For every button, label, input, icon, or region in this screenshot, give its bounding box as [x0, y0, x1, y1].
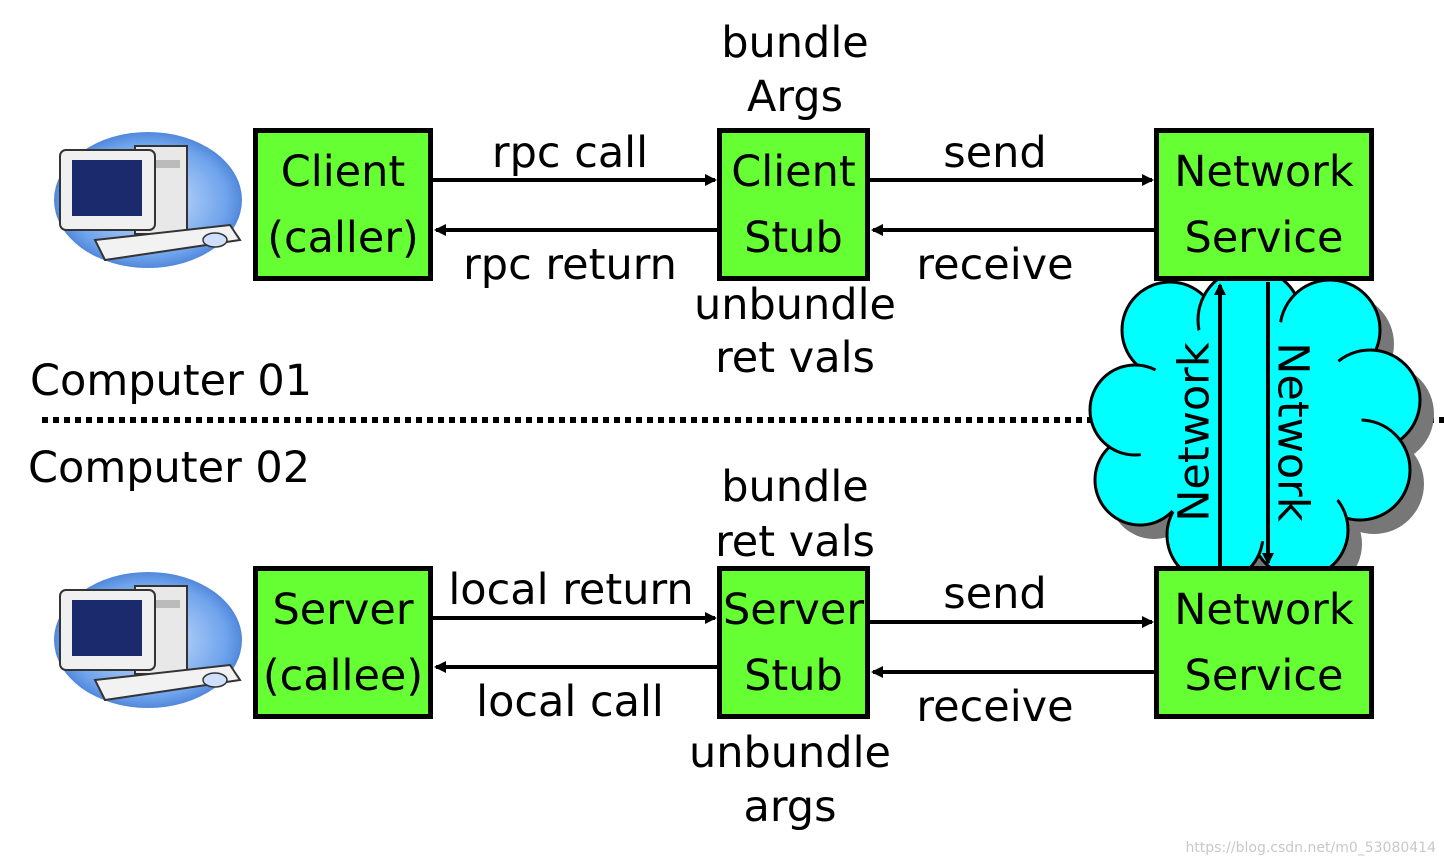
ret-vals-label: ret vals	[715, 333, 875, 383]
ret-vals-label: ret vals	[715, 517, 875, 567]
box-label: (callee)	[262, 650, 424, 701]
args-label: Args	[746, 72, 844, 122]
local-return-label: local return	[448, 565, 694, 615]
rpc-return-label: rpc return	[463, 240, 677, 290]
client-stub-box: Client Stub	[717, 128, 870, 281]
box-label: Stub	[744, 212, 843, 263]
computer-icon	[54, 132, 242, 268]
watermark: https://blog.csdn.net/m0_53080414	[1185, 840, 1436, 856]
bundle-label: bundle	[721, 462, 869, 512]
box-label: Network	[1174, 584, 1354, 635]
box-label: Client	[280, 146, 406, 197]
box-label: Service	[1184, 212, 1344, 263]
computer-02-label: Computer 02	[28, 443, 311, 493]
box-label: Client	[731, 146, 856, 197]
bundle-label: bundle	[721, 18, 869, 68]
network-label-up: Network	[1169, 342, 1220, 522]
server-callee-box: Server (callee)	[253, 566, 433, 719]
box-label: Stub	[744, 650, 843, 701]
computer-01-label: Computer 01	[30, 356, 313, 406]
box-label: Service	[1184, 650, 1344, 701]
rpc-call-label: rpc call	[491, 128, 649, 178]
client-caller-box: Client (caller)	[253, 128, 433, 281]
network-label-down: Network	[1267, 342, 1318, 522]
computer-icon	[54, 572, 242, 708]
server-stub-box: Server Stub	[717, 566, 870, 719]
network-service-box-top: Network Service	[1154, 128, 1374, 281]
network-service-box-bottom: Network Service	[1154, 566, 1374, 719]
top-receive-label: receive	[916, 240, 1074, 290]
bottom-receive-label: receive	[916, 682, 1074, 732]
local-call-label: local call	[476, 677, 664, 727]
args-label: args	[743, 782, 837, 832]
box-label: Network	[1174, 146, 1354, 197]
network-cloud	[1088, 266, 1434, 597]
bottom-send-label: send	[943, 569, 1047, 619]
box-label: (caller)	[267, 212, 419, 263]
unbundle-label: unbundle	[693, 280, 896, 330]
top-send-label: send	[943, 128, 1047, 178]
unbundle-label: unbundle	[688, 728, 891, 778]
box-label: Server	[272, 584, 414, 635]
box-label: Server	[722, 584, 864, 635]
